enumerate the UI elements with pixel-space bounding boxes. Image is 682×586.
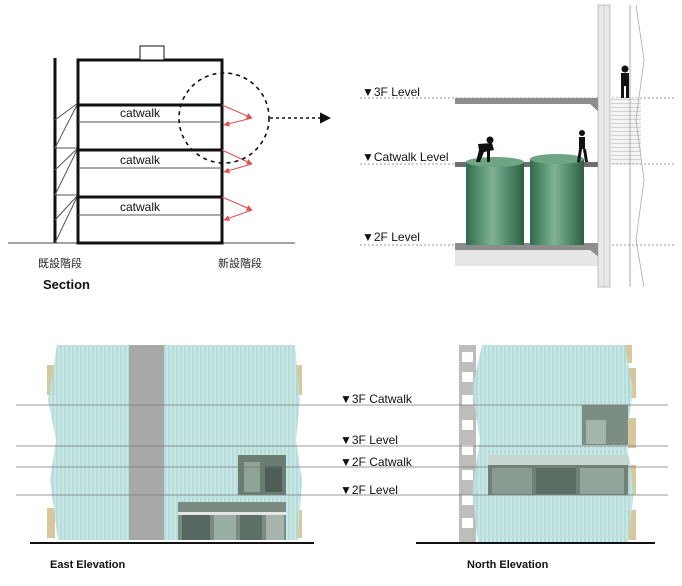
- catwalk-label: catwalk: [120, 153, 161, 167]
- new-stair: [611, 98, 641, 164]
- catwalk-label: catwalk: [120, 200, 161, 214]
- level-label-3f-catwalk: ▼3F Catwalk: [340, 392, 412, 406]
- level-label-3f-level: ▼3F Level: [340, 433, 398, 447]
- roof-box: [139, 45, 165, 61]
- level-label-2f: ▼2F Level: [362, 230, 420, 244]
- person-silhouettes: [476, 65, 629, 162]
- new-stair-arrows: [221, 104, 253, 222]
- water-tanks: [466, 154, 584, 245]
- east-elevation-caption: East Elevation: [50, 559, 126, 571]
- level-label-2f-level: ▼2F Level: [340, 483, 398, 497]
- stair-tower: [459, 345, 476, 543]
- level-label-catwalk: ▼Catwalk Level: [362, 150, 449, 164]
- existing-stair-zigzag: [54, 102, 79, 244]
- existing-stair-label: 既設階段: [38, 257, 82, 270]
- level-label-3f: ▼3F Level: [362, 85, 420, 99]
- section-caption: Section: [43, 277, 90, 292]
- slab-2f: [455, 243, 610, 250]
- section-diagram: [8, 45, 332, 245]
- detail-section: [360, 4, 676, 288]
- gray-column: [129, 345, 164, 540]
- slab-2f-under: [455, 250, 610, 266]
- interior-view: [178, 455, 286, 540]
- elevation-level-lines: [16, 404, 668, 496]
- zoom-circle: [178, 72, 270, 164]
- level-label-2f-catwalk: ▼2F Catwalk: [340, 455, 412, 469]
- catwalk-label: catwalk: [120, 106, 161, 120]
- east-elevation: [30, 345, 314, 544]
- new-stair-label: 新設階段: [218, 257, 262, 270]
- facade-profile: [635, 4, 645, 288]
- interior-view: [488, 405, 628, 495]
- slab-3f: [455, 98, 610, 104]
- north-elevation-caption: North Elevation: [467, 559, 549, 571]
- north-elevation: [416, 345, 655, 544]
